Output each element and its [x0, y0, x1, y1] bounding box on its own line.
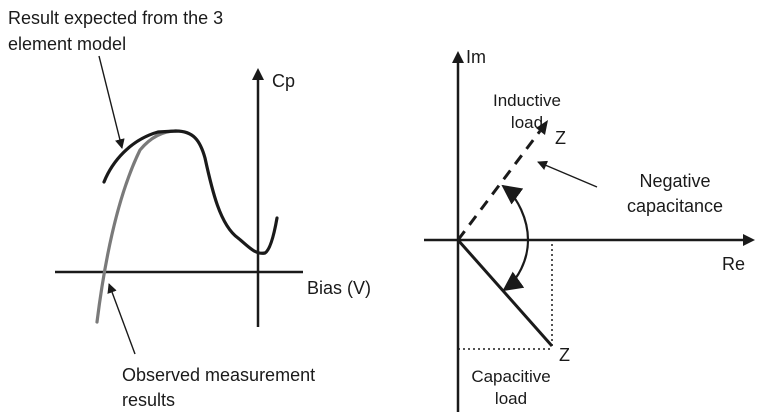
observed-pointer-arrow: [107, 283, 136, 355]
observed-curve: [95, 129, 178, 324]
annotation-observed-line2: results: [122, 390, 175, 410]
negative-capacitance-line1: Negative: [639, 171, 710, 191]
left-y-axis-label: Cp: [272, 71, 295, 91]
left-x-axis-label: Bias (V): [307, 278, 371, 298]
rotation-arc-lower: [502, 239, 530, 292]
capacitive-vector: [456, 239, 554, 347]
right-x-axis-arrow-icon: [743, 234, 755, 246]
expected-curve: [102, 129, 279, 255]
inductive-z-label: Z: [555, 128, 566, 148]
left-y-axis-arrow-icon: [252, 68, 264, 80]
right-x-axis-label: Re: [722, 254, 745, 274]
right-diagram: Im Re Inductive load Z Negative capacita…: [424, 47, 755, 412]
negative-capacitance-pointer: [537, 160, 598, 188]
right-y-axis-label: Im: [466, 47, 486, 67]
left-diagram: Result expected from the 3 element model…: [8, 8, 371, 410]
annotation-observed-line1: Observed measurement: [122, 365, 315, 385]
capacitive-z-label: Z: [559, 345, 570, 365]
annotation-expected-line1: Result expected from the 3: [8, 8, 223, 28]
expected-pointer-arrow: [98, 55, 125, 149]
right-y-axis-arrow-icon: [452, 51, 464, 63]
annotation-expected-line2: element model: [8, 34, 126, 54]
negative-capacitance-line2: capacitance: [627, 196, 723, 216]
rotation-arc-upper: [501, 184, 530, 241]
capacitive-label-line2: load: [495, 389, 527, 408]
capacitive-label-line1: Capacitive: [471, 367, 550, 386]
inductive-vector-arrow-icon: [536, 120, 548, 135]
inductive-label-line1: Inductive: [493, 91, 561, 110]
inductive-label-line2: load: [511, 113, 543, 132]
inductive-vector: [456, 130, 542, 241]
